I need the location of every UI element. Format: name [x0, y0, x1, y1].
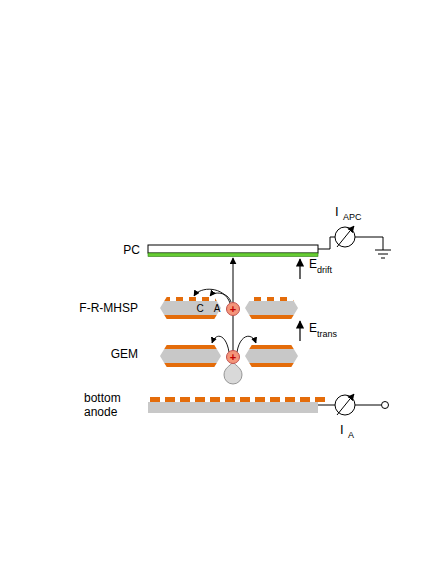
- ion-charge: +: [230, 352, 236, 363]
- ion-circle: +: [226, 350, 240, 364]
- part-label: GEM: [111, 348, 138, 362]
- field-subscript: drift: [317, 265, 332, 275]
- ion-charge: +: [230, 304, 236, 315]
- anode-pads: [150, 397, 325, 402]
- part-label: F-R-MHSP: [79, 302, 138, 316]
- mhsp-plate: [120, 296, 332, 320]
- ion-trajectory: [210, 293, 231, 302]
- terminal: [382, 402, 389, 409]
- anode-pad: [165, 397, 175, 402]
- part-label: PC: [123, 244, 140, 258]
- current-symbol: I: [335, 205, 339, 220]
- avalanche-cloud: [224, 362, 242, 384]
- strip-electrode: [189, 297, 196, 301]
- field-symbol: E: [309, 322, 317, 336]
- plate-insulator: [148, 349, 318, 363]
- edge-mask: [318, 344, 332, 368]
- anode-pad: [255, 397, 265, 402]
- ion-trajectory: [194, 289, 230, 303]
- electrode-label: C: [196, 303, 203, 315]
- anode-pad: [285, 397, 295, 402]
- ion-circle: +: [226, 302, 240, 316]
- photocathode-substrate: [148, 245, 318, 253]
- electrode-label: A: [214, 303, 221, 315]
- ion-trajectory: [212, 336, 229, 352]
- photocathode-layer: [148, 253, 318, 257]
- field-symbol: E: [309, 258, 317, 272]
- strip-electrode: [176, 297, 183, 301]
- anode-pad: [180, 397, 190, 402]
- gem-plate: [120, 344, 332, 368]
- anode-pad: [240, 397, 250, 402]
- field-subscript: trans: [317, 329, 337, 339]
- current-subscript: A: [348, 430, 354, 440]
- anode-pad: [270, 397, 280, 402]
- anode-pad: [315, 397, 325, 402]
- ammeter-symbol: [335, 395, 355, 415]
- ion-trajectory: [237, 336, 256, 352]
- strip-electrode: [280, 297, 287, 301]
- field-arrow: [299, 259, 300, 279]
- field-arrow: [299, 321, 300, 341]
- anode-substrate: [148, 402, 318, 413]
- ammeter-symbol: [335, 227, 355, 247]
- anode-pad: [225, 397, 235, 402]
- part-label: bottom anode: [84, 392, 144, 420]
- ammeter-needle: [337, 394, 354, 415]
- current-symbol: I: [340, 423, 344, 438]
- strip-electrode: [202, 297, 209, 301]
- anode-pad: [195, 397, 205, 402]
- strip-electrode: [267, 297, 274, 301]
- anode-pad: [150, 397, 160, 402]
- ammeter-needle: [337, 226, 354, 247]
- ground-symbol: [375, 250, 391, 258]
- current-subscript: APC: [343, 212, 362, 222]
- strip-electrode: [254, 297, 261, 301]
- plate-insulator: [148, 301, 318, 315]
- anode-pad: [300, 397, 310, 402]
- edge-mask: [318, 296, 332, 320]
- anode-pad: [210, 397, 220, 402]
